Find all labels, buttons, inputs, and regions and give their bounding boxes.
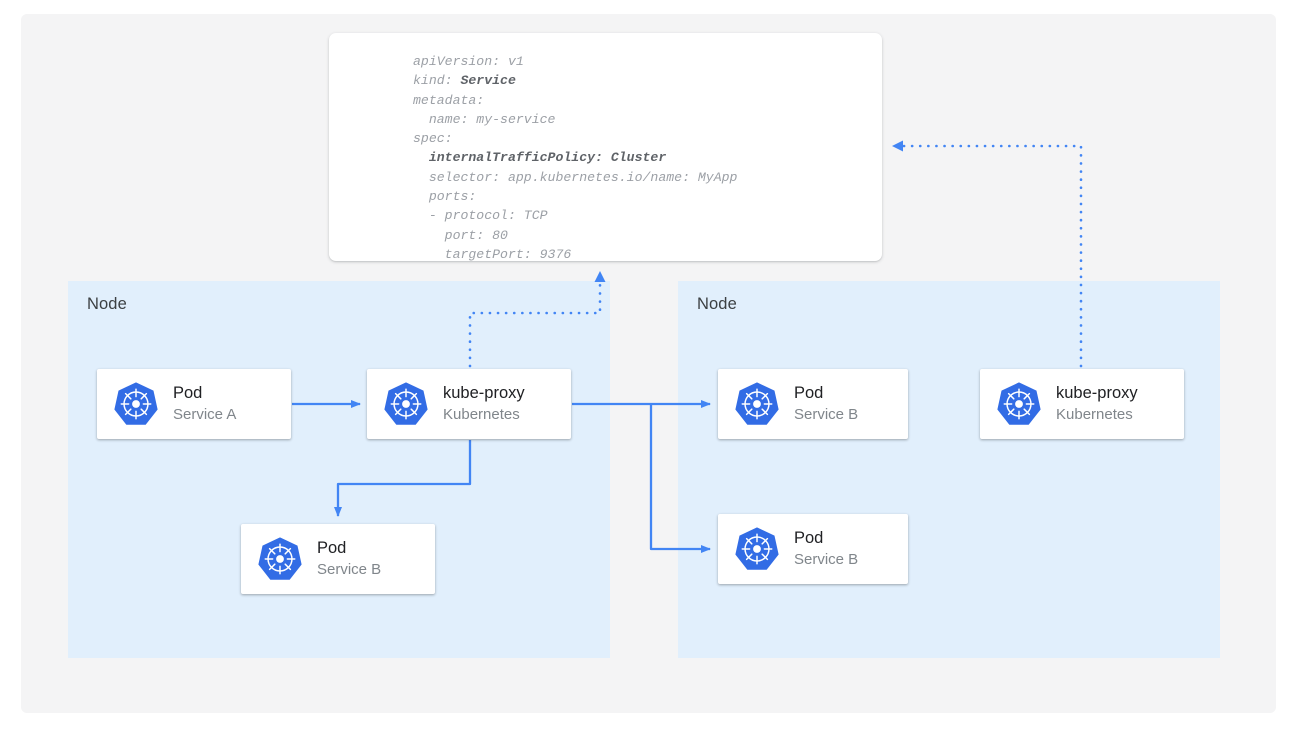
card-pod-service-a[interactable]: Pod Service A xyxy=(97,369,291,439)
card-title: Pod xyxy=(173,384,236,403)
card-kube-proxy-left[interactable]: kube-proxy Kubernetes xyxy=(367,369,571,439)
card-subtitle: Kubernetes xyxy=(1056,406,1138,424)
kubernetes-icon xyxy=(734,381,780,427)
card-title: Pod xyxy=(794,384,858,403)
card-title: kube-proxy xyxy=(1056,384,1138,403)
node-label-left: Node xyxy=(87,295,127,314)
card-subtitle: Service A xyxy=(173,406,236,424)
card-pod-service-b-remote-2[interactable]: Pod Service B xyxy=(718,514,908,584)
card-pod-service-b-local[interactable]: Pod Service B xyxy=(241,524,435,594)
node-group-right: Node xyxy=(678,281,1220,658)
kubernetes-icon xyxy=(257,536,303,582)
card-title: kube-proxy xyxy=(443,384,525,403)
card-subtitle: Service B xyxy=(794,406,858,424)
card-title: Pod xyxy=(317,539,381,558)
kubernetes-icon xyxy=(113,381,159,427)
card-pod-service-b-remote-1[interactable]: Pod Service B xyxy=(718,369,908,439)
service-manifest-code: apiVersion: v1 kind: Service metadata: n… xyxy=(413,52,737,264)
card-title: Pod xyxy=(794,529,858,548)
kubernetes-icon xyxy=(383,381,429,427)
kubernetes-icon xyxy=(734,526,780,572)
kubernetes-icon xyxy=(996,381,1042,427)
card-subtitle: Service B xyxy=(794,551,858,569)
card-kube-proxy-right[interactable]: kube-proxy Kubernetes xyxy=(980,369,1184,439)
service-manifest-card: apiVersion: v1 kind: Service metadata: n… xyxy=(329,33,882,261)
card-subtitle: Kubernetes xyxy=(443,406,525,424)
node-label-right: Node xyxy=(697,295,737,314)
node-group-left: Node xyxy=(68,281,610,658)
card-subtitle: Service B xyxy=(317,561,381,579)
